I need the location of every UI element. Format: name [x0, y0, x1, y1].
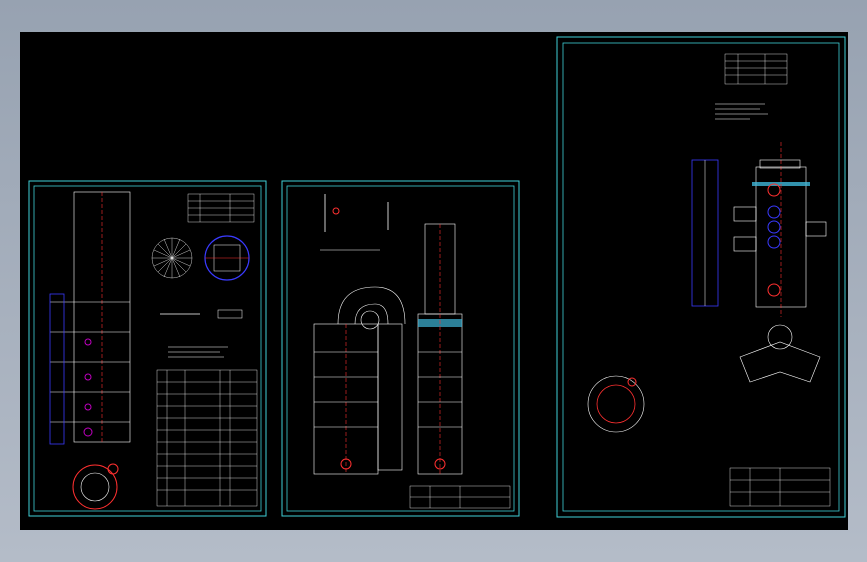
sheet-2[interactable]	[281, 180, 520, 517]
drawing-canvas[interactable]	[20, 32, 848, 530]
sheet-3-title-block	[729, 467, 831, 507]
sheet-1-sunburst-detail	[151, 237, 193, 279]
sheet-1-base-plan	[72, 464, 118, 510]
sheet-1-ladder	[49, 293, 65, 445]
drawing-svg	[28, 36, 846, 518]
sheet-2-title-block	[409, 485, 511, 509]
sheet-2-pump-left	[340, 458, 352, 470]
sheet-1-outer-border	[28, 180, 267, 517]
sheet-3-spec-table	[724, 53, 788, 85]
sheet-2-pump-right	[434, 458, 446, 470]
sheet-3-plan-view	[587, 375, 645, 433]
sheet-3-inner-border	[562, 42, 840, 512]
sheet-1-parts-list-table	[156, 369, 258, 507]
sheet-3[interactable]	[556, 36, 846, 518]
sheet-1-inner-border	[33, 185, 262, 512]
sheet-2-outer-border	[281, 180, 520, 517]
sheet-1[interactable]	[28, 180, 267, 517]
sheet-3-fan-section	[739, 341, 821, 383]
sheet-2-inner-border	[286, 185, 515, 512]
sheet-3-outer-border	[556, 36, 846, 518]
sheet-2-duct	[377, 323, 403, 471]
sheet-1-spec-table	[187, 193, 255, 223]
sheet-2-elbow-duct	[337, 286, 406, 325]
